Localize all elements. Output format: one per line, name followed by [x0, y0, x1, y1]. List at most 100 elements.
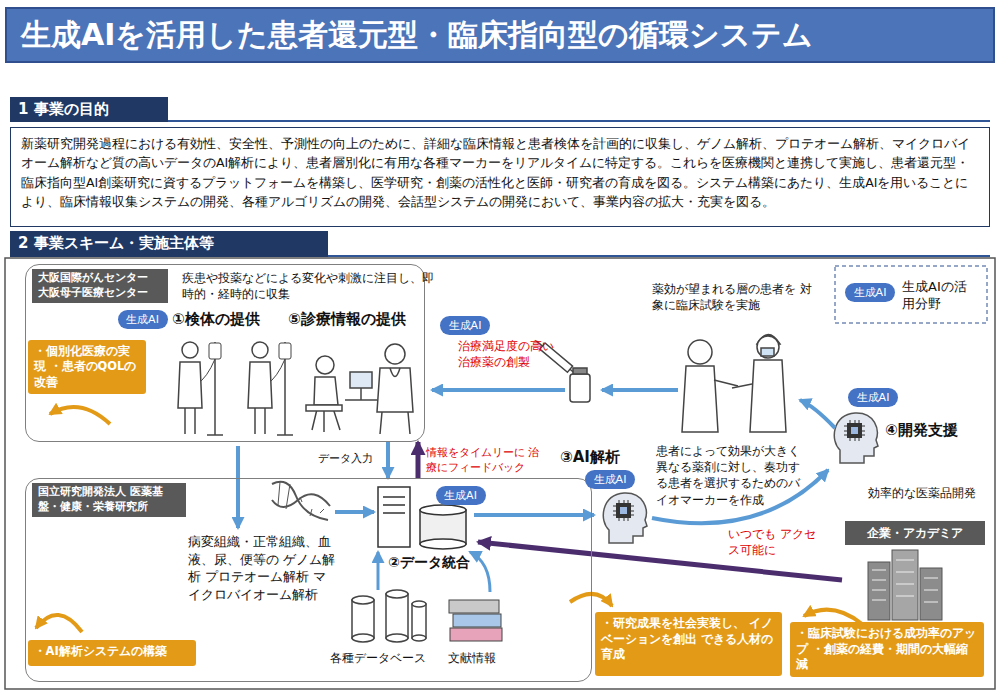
ai-brain-icon — [603, 493, 647, 543]
clinical-trial-figure — [714, 380, 738, 386]
section-header: 2 事業スキーム・実施主体等 — [10, 231, 328, 257]
cycle-arrow — [36, 615, 82, 632]
doctor-consultation — [385, 344, 405, 364]
annotation-text: 効率的な医薬品開発 — [868, 485, 988, 501]
node-text: ・臨床試験における成功率のアップ ・創薬の経費・期間の大幅縮減 — [796, 626, 978, 673]
outcome-box: ・AI解析システムの構築 — [28, 640, 196, 666]
medicine-icon — [570, 374, 590, 402]
server-icon — [383, 497, 405, 513]
patient-figure — [178, 342, 293, 435]
patient-figure — [178, 342, 223, 435]
annotation-text: ④開発支援 — [885, 420, 985, 440]
node-text: 生成AI — [440, 316, 490, 335]
node-text: 生成AI — [118, 310, 168, 329]
annotation-text: 各種データベース — [330, 650, 440, 666]
node-text: 2 事業スキーム・実施主体等 — [18, 234, 320, 253]
flow-arrow — [432, 388, 565, 392]
annotation-text: 患者によって効果が大きく異なる薬剤に対し、奏功する患者を選択するためのバイオマー… — [656, 443, 806, 508]
node-text: 生成AI — [585, 470, 635, 489]
ai-badge: 生成AI — [436, 486, 486, 505]
doctor-consultation — [377, 368, 413, 412]
annotation-text: いつでも アクセス可能に — [728, 526, 818, 558]
panel-frames — [328, 255, 990, 257]
cycle-arrow — [570, 594, 612, 606]
connector-arrow — [386, 442, 390, 478]
outcome-box: ・個別化医療の実現 ・患者のQOLの改善 — [28, 340, 146, 395]
cycle-arrow — [36, 407, 862, 632]
connector-arrow — [416, 442, 421, 478]
clinical-trial-figure — [750, 360, 786, 432]
doctor-consultation — [316, 356, 334, 374]
node-text: 1 事業の目的 — [18, 100, 160, 119]
database-icon — [412, 604, 426, 638]
connector-label: 情報をタイムリーに 治療にフィードバック — [426, 446, 544, 476]
annotation-text: ①検体の提供 — [172, 309, 284, 329]
access-arrow — [478, 542, 842, 580]
flow-arrow — [335, 510, 374, 514]
database-icon — [352, 634, 374, 642]
building-icon — [872, 560, 938, 602]
database-icon — [412, 601, 426, 607]
legend-swatch-text: 生成AI — [854, 286, 887, 299]
annotation-text: ⑤診療情報の提供 — [288, 309, 428, 329]
database-icon — [352, 590, 426, 642]
database-icon — [386, 634, 408, 642]
annotation-text: ③AI解析 — [560, 447, 644, 467]
annotation-text: 病変組織・正常組織、血液、尿、便等の ゲノム解析 プロテオーム解析 マイクロバイ… — [188, 533, 338, 603]
database-icon — [412, 635, 426, 641]
database-icon — [352, 600, 374, 638]
panel-frames — [5, 258, 995, 689]
doctor-consultation — [323, 411, 325, 432]
node-text: 生成AI — [436, 486, 486, 505]
clinical-trial-figure — [688, 340, 712, 364]
node-text: ・AI解析システムの構築 — [34, 644, 190, 660]
outcome-box: ・研究成果を社会実装し、 イノベーションを創出 できる人材の育成 — [595, 612, 782, 676]
server-icon — [420, 505, 466, 515]
node-text: 企業・アカデミア — [845, 521, 985, 545]
flow-arrow — [470, 552, 490, 592]
flow-arrow — [377, 552, 380, 590]
clinical-trial-figure — [732, 384, 752, 388]
patient-figure — [248, 342, 293, 435]
doctor-consultation — [390, 368, 400, 377]
flow-arrow — [236, 446, 240, 528]
annotation-text: 疾患や投薬などによる変化や刺激に注目し、即時的・経時的に収集 — [182, 271, 434, 302]
building-icon — [868, 562, 890, 620]
server-icon — [420, 539, 466, 549]
panel-frames — [5, 121, 995, 689]
node-text: 新薬研究開発過程における有効性、安全性、予測性の向上のために、詳細な臨床情報と患… — [21, 134, 979, 212]
flow-arrow — [602, 388, 678, 392]
doctor-consultation — [380, 412, 410, 434]
group-heading: 大阪国際がんセンター 大阪母子医療センター — [32, 269, 168, 303]
books-icon — [453, 614, 501, 627]
database-icon — [386, 594, 408, 638]
node-text: 生成AI — [848, 388, 898, 407]
legend-text: 生成AIの活用分野 — [902, 279, 968, 313]
node-text: ・個別化医療の実現 ・患者のQOLの改善 — [34, 344, 140, 391]
building-icon — [920, 568, 942, 620]
clinical-trial-figure — [682, 366, 718, 432]
ai-badge: 生成AI — [440, 316, 490, 335]
annotation-text: 文献情報 — [448, 650, 508, 666]
connector-label: データ入力 — [318, 452, 384, 467]
ai-badge: 生成AI — [848, 388, 898, 407]
annotation-text: ②データ統合 — [388, 553, 478, 572]
dna-icon — [272, 482, 330, 520]
organization-tag: 企業・アカデミア — [845, 521, 985, 545]
group-heading: 国立研究開発法人 医薬基盤・健康・栄養研究所 — [32, 483, 186, 517]
doctor-consultation — [306, 344, 413, 434]
outcome-box: ・臨床試験における成功率のアップ ・創薬の経費・期間の大幅縮減 — [790, 622, 984, 677]
doctor-consultation — [314, 377, 338, 405]
clinical-trial-figure — [757, 336, 779, 358]
dna-icon — [278, 482, 324, 516]
access-arrow — [478, 542, 842, 580]
ai-brain-icon — [603, 413, 878, 543]
panel-frames — [835, 266, 987, 323]
doctor-consultation — [350, 372, 372, 388]
medicine-icon — [573, 368, 587, 374]
node-text: ・研究成果を社会実装し、 イノベーションを創出 できる人材の育成 — [601, 616, 776, 663]
clinical-trial-figure — [682, 335, 786, 433]
books-icon — [450, 628, 502, 641]
server-icon — [378, 487, 410, 547]
